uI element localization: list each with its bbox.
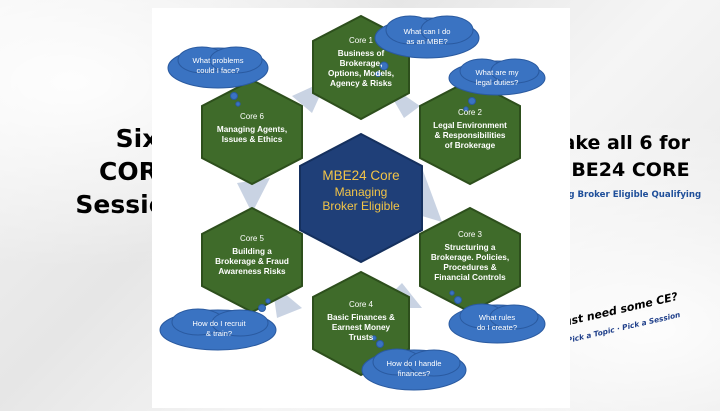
center-subtitle-line: Broker Eligible (322, 199, 400, 213)
cloud-text-core-3: What rules do I create? (452, 313, 542, 332)
cloud-line: could I face? (196, 65, 240, 75)
cloud-text-core-2: What are my legal duties? (452, 68, 542, 87)
hex-diagram-svg (159, 14, 546, 391)
hex-number: Core 5 (239, 234, 264, 243)
managing-broker-subheading: Managing Broker Eligible Qualifying (526, 190, 702, 200)
take-all-heading: Take all 6 for MBE24 CORE (536, 130, 706, 184)
heading-line: MBE24 CORE (552, 159, 690, 181)
hex-text-line: Managing Agents, (216, 125, 288, 134)
cloud-line: How do I handle (386, 359, 442, 368)
cloud-text-core-5: How do I recruit & train? (164, 319, 274, 338)
hex-text-line: Brokerage, (339, 59, 383, 68)
hex-text-line: Earnest Money (331, 323, 391, 332)
cloud-recruit-train (159, 298, 277, 351)
hex-text-line: of Brokerage (444, 141, 496, 150)
hex-text-line: Trusts (348, 333, 374, 342)
hex-text-line: Issues & Ethics (221, 135, 283, 144)
heading-line: Six (115, 124, 159, 153)
hex-label-core-6: Core 6 Managing Agents, Issues & Ethics (200, 112, 304, 145)
hex-core-4 (312, 270, 410, 377)
hex-core-6 (201, 78, 303, 186)
hex-center (299, 132, 423, 264)
center-title: MBE24 Core (322, 168, 400, 183)
center-subtitle-line: Managing (334, 185, 388, 199)
cloud-handle-finances (361, 335, 467, 391)
center-label: MBE24 Core Managing Broker Eligible (302, 168, 420, 213)
hex-text-line: Business of (337, 49, 385, 58)
hex-text-line: Building a (232, 247, 272, 256)
hex-label-core-5: Core 5 Building a Brokerage & Fraud Awar… (200, 234, 304, 277)
cloud-what-problems (167, 46, 269, 107)
cloud-line: finances? (397, 368, 431, 378)
hex-label-core-4: Core 4 Basic Finances & Earnest Money Tr… (312, 300, 410, 343)
cloud-text-core-4: How do I handle finances? (364, 359, 464, 378)
hex-text-line: Legal Environment (433, 121, 507, 130)
cloud-line: legal duties? (475, 77, 519, 87)
cloud-line: do I create? (476, 322, 518, 332)
hex-label-core-1: Core 1 Business of Brokerage, Options, M… (312, 36, 410, 89)
core-sessions-diagram: Core 1 Business of Brokerage, Options, M… (152, 8, 570, 408)
cloud-what-rules (448, 290, 546, 344)
heading-line: Take all 6 for (552, 132, 690, 154)
hex-number: Core 1 (348, 36, 373, 45)
cloud-legal-duties (448, 58, 546, 112)
cloud-line: What are my (475, 68, 519, 77)
hex-core-2 (419, 78, 521, 186)
hex-label-core-3: Core 3 Structuring a Brokerage. Policies… (418, 230, 522, 283)
cloud-line: What problems (192, 56, 244, 65)
hex-number: Core 6 (239, 112, 264, 121)
cloud-line: as an MBE? (406, 36, 448, 46)
hex-number: Core 4 (348, 300, 373, 309)
hex-text-line: Structuring a (444, 243, 496, 252)
hex-label-core-2: Core 2 Legal Environment & Responsibilit… (418, 108, 522, 151)
cloud-line: What can I do (403, 27, 451, 36)
hex-text-line: & Responsibilities (434, 131, 506, 140)
hex-number: Core 3 (457, 230, 482, 239)
hex-text-line: Agency & Risks (330, 79, 392, 88)
hex-text-line: Options, Models, (328, 69, 394, 78)
hex-text-line: Basic Finances & (327, 313, 395, 322)
connector-shape (237, 178, 270, 213)
cloud-line: & train? (205, 328, 233, 338)
cloud-text-core-6: What problems could I face? (170, 56, 266, 75)
hex-number: Core 2 (457, 108, 482, 117)
hex-text-line: Financial Controls (434, 273, 506, 282)
hex-text-line: Brokerage. Policies, (430, 253, 510, 262)
cloud-line: How do I recruit (192, 319, 246, 328)
cloud-line: What rules (478, 313, 516, 322)
hex-text-line: Brokerage & Fraud (215, 257, 289, 266)
hex-text-line: Procedures & (443, 263, 497, 272)
hex-text-line: Awareness Risks (218, 267, 286, 276)
cloud-what-can-i-do (374, 15, 480, 77)
cloud-text-core-1: What can I do as an MBE? (377, 27, 477, 46)
